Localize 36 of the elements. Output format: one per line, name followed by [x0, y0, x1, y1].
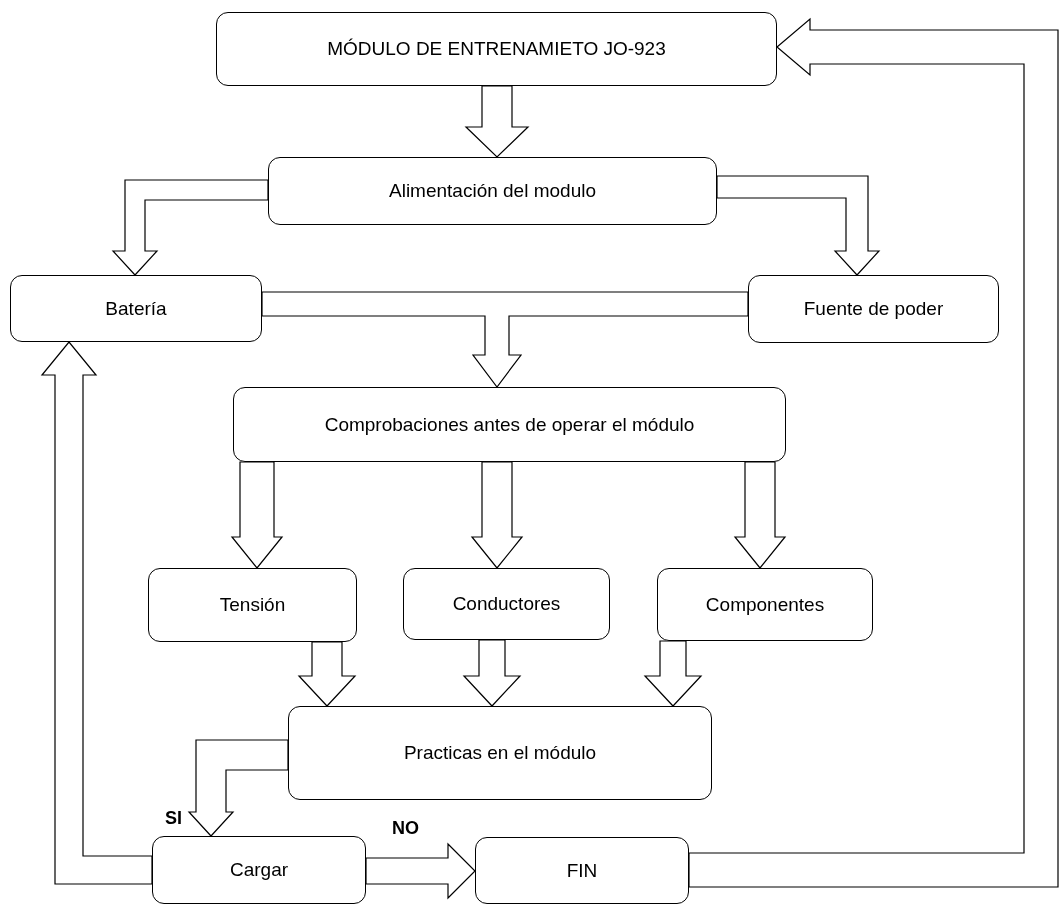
block-arrow	[464, 85, 530, 158]
box-label: Fuente de poder	[803, 298, 944, 320]
block-arrow	[40, 341, 153, 885]
box-label: Componentes	[705, 593, 825, 616]
process-box	[403, 568, 610, 640]
box-label: Batería	[105, 297, 167, 320]
block-arrow	[230, 461, 284, 569]
process-box	[475, 837, 689, 904]
process-box	[657, 568, 873, 641]
process-box	[216, 12, 777, 86]
box-label: MÓDULO DE ENTRENAMIETO JO-923	[327, 38, 666, 60]
block-arrow	[716, 175, 881, 276]
block-arrow	[470, 461, 524, 569]
process-box	[10, 275, 262, 342]
block-arrow	[733, 461, 787, 569]
block-arrow	[297, 641, 357, 707]
block-arrow	[187, 739, 289, 837]
process-box	[748, 275, 999, 343]
block-arrow	[111, 179, 269, 276]
process-box	[152, 836, 366, 904]
process-box	[268, 157, 717, 225]
block-arrow	[462, 639, 522, 707]
block-arrow	[688, 17, 1059, 888]
box-label: Cargar	[229, 859, 289, 881]
box-label: Tensión	[219, 594, 286, 616]
block-arrow	[643, 640, 703, 707]
box-label: FIN	[566, 859, 598, 882]
block-arrow	[365, 842, 476, 900]
block-arrow	[261, 291, 749, 388]
process-box	[288, 706, 712, 800]
box-label: Conductores	[452, 593, 561, 615]
process-box	[148, 568, 357, 642]
box-label: Comprobaciones antes de operar el módulo	[324, 413, 695, 436]
box-label: Practicas en el módulo	[403, 742, 597, 764]
box-label: Alimentación del modulo	[389, 180, 596, 202]
process-box	[233, 387, 786, 462]
